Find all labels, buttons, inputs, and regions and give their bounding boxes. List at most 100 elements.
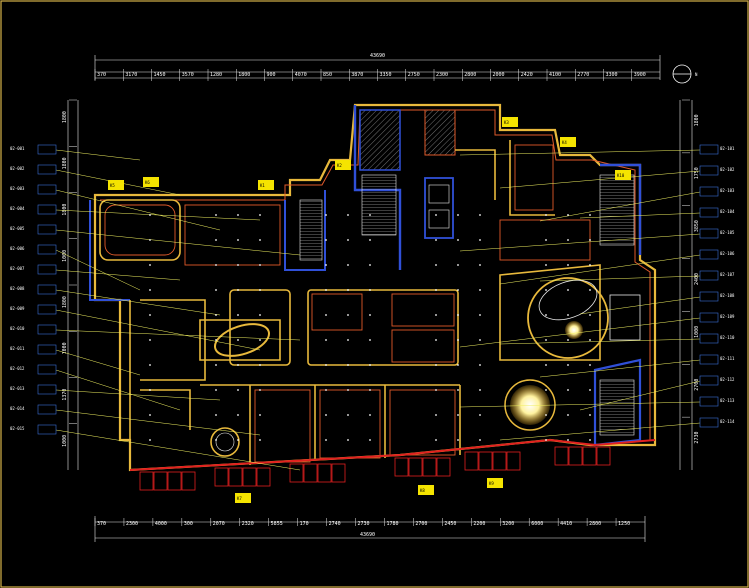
downlight: [149, 414, 151, 416]
downlight: [347, 339, 349, 341]
annotation-label: 02-011: [10, 346, 25, 351]
downlight: [149, 389, 151, 391]
downlight: [567, 414, 569, 416]
top-dim-value: 2750: [408, 72, 420, 78]
downlight: [149, 239, 151, 241]
downlight: [215, 339, 217, 341]
vertical-dim-value: 2730: [694, 432, 700, 444]
bottom-dim-value: 2320: [242, 521, 254, 527]
facade-panel: [436, 457, 451, 477]
downlight: [457, 214, 459, 216]
downlight: [369, 439, 371, 441]
downlight: [325, 339, 327, 341]
annotation-label: 02-014: [10, 406, 25, 411]
annotation-tag-box: [37, 284, 57, 295]
top-dim-value: 3570: [182, 72, 194, 78]
annotation-tag-box: [699, 165, 719, 176]
annotation-label: 02-013: [10, 386, 25, 391]
bottom-dim-value: 2800: [589, 521, 601, 527]
annotation-tag-box: [699, 144, 719, 155]
annotation-tag-box: [699, 396, 719, 407]
annotation-tag-box: [37, 184, 57, 195]
vertical-dim-value: 1000: [62, 250, 68, 262]
room-tag-text: K2: [337, 163, 342, 168]
downlight: [215, 239, 217, 241]
downlight: [589, 414, 591, 416]
downlight: [567, 339, 569, 341]
bottom-dim-value: 2200: [473, 521, 485, 527]
top-dim-value: 3870: [351, 72, 363, 78]
downlight: [369, 339, 371, 341]
facade-panel: [153, 471, 168, 491]
vertical-dim-value: 1000: [62, 435, 68, 447]
room-tag-text: K10: [617, 173, 625, 178]
room-tag-text: K9: [489, 481, 494, 486]
bottom-dim-value: 2300: [126, 521, 138, 527]
bottom-dim-value: 1250: [618, 521, 630, 527]
annotation-label: 02-101: [720, 146, 735, 151]
room-tag-text: K4: [562, 140, 567, 145]
downlight: [369, 239, 371, 241]
leader-line: [499, 422, 701, 441]
room-tag: [502, 117, 518, 127]
room-tag-text: K8: [420, 488, 425, 493]
leader-line: [579, 296, 701, 315]
top-dim-value: 2420: [521, 72, 533, 78]
downlight: [149, 339, 151, 341]
room-tag: [418, 485, 434, 495]
top-dim-value: 3300: [606, 72, 618, 78]
right-annotation-column: 02-10102-10202-10302-10402-10502-10602-1…: [699, 144, 735, 428]
downlight: [457, 414, 459, 416]
facade-panel: [464, 451, 479, 471]
facade-panel: [422, 457, 437, 477]
downlight: [369, 289, 371, 291]
facade-panel: [478, 451, 493, 471]
room-tag-text: K1: [260, 183, 265, 188]
annotation-label: 02-103: [720, 188, 735, 193]
annotation-label: 02-109: [720, 314, 735, 319]
downlight: [369, 389, 371, 391]
leader-line: [55, 389, 221, 401]
downlight: [435, 439, 437, 441]
downlight: [545, 314, 547, 316]
annotation-tag-box: [699, 333, 719, 344]
annotation-label: 02-007: [10, 266, 25, 271]
downlight: [435, 414, 437, 416]
downlight: [215, 289, 217, 291]
leader-line: [499, 254, 701, 285]
vertical-dim-value: 2400: [694, 273, 700, 285]
annotation-tag-box: [37, 404, 57, 415]
annotation-label: 02-112: [720, 377, 735, 382]
facade-panel: [303, 463, 318, 483]
annotation-label: 02-107: [720, 272, 735, 277]
top-total-dimension: 43690: [370, 53, 385, 59]
downlight: [435, 264, 437, 266]
top-dim-value: 3900: [634, 72, 646, 78]
downlight: [457, 264, 459, 266]
annotation-label: 02-114: [720, 419, 735, 424]
vertical-dim-value: 1750: [694, 167, 700, 179]
downlight: [149, 314, 151, 316]
downlight: [149, 264, 151, 266]
downlight: [545, 289, 547, 291]
leader-line: [55, 229, 301, 256]
facade-panel: [289, 463, 304, 483]
downlight: [589, 389, 591, 391]
annotation-tag-box: [37, 364, 57, 375]
facade-panel: [214, 467, 229, 487]
annotation-tag-box: [37, 144, 57, 155]
vertical-dim-value: 1800: [62, 296, 68, 308]
annotation-tag-box: [37, 164, 57, 175]
top-dim-value: 850: [323, 72, 332, 78]
facade-panel: [256, 467, 271, 487]
interior-rooms: [99, 140, 601, 465]
downlight: [259, 264, 261, 266]
top-dim-value: 1800: [238, 72, 250, 78]
downlight: [347, 289, 349, 291]
bottom-dim-value: 300: [184, 521, 193, 527]
downlight: [457, 289, 459, 291]
annotation-label: 02-102: [720, 167, 735, 172]
downlight: [259, 439, 261, 441]
